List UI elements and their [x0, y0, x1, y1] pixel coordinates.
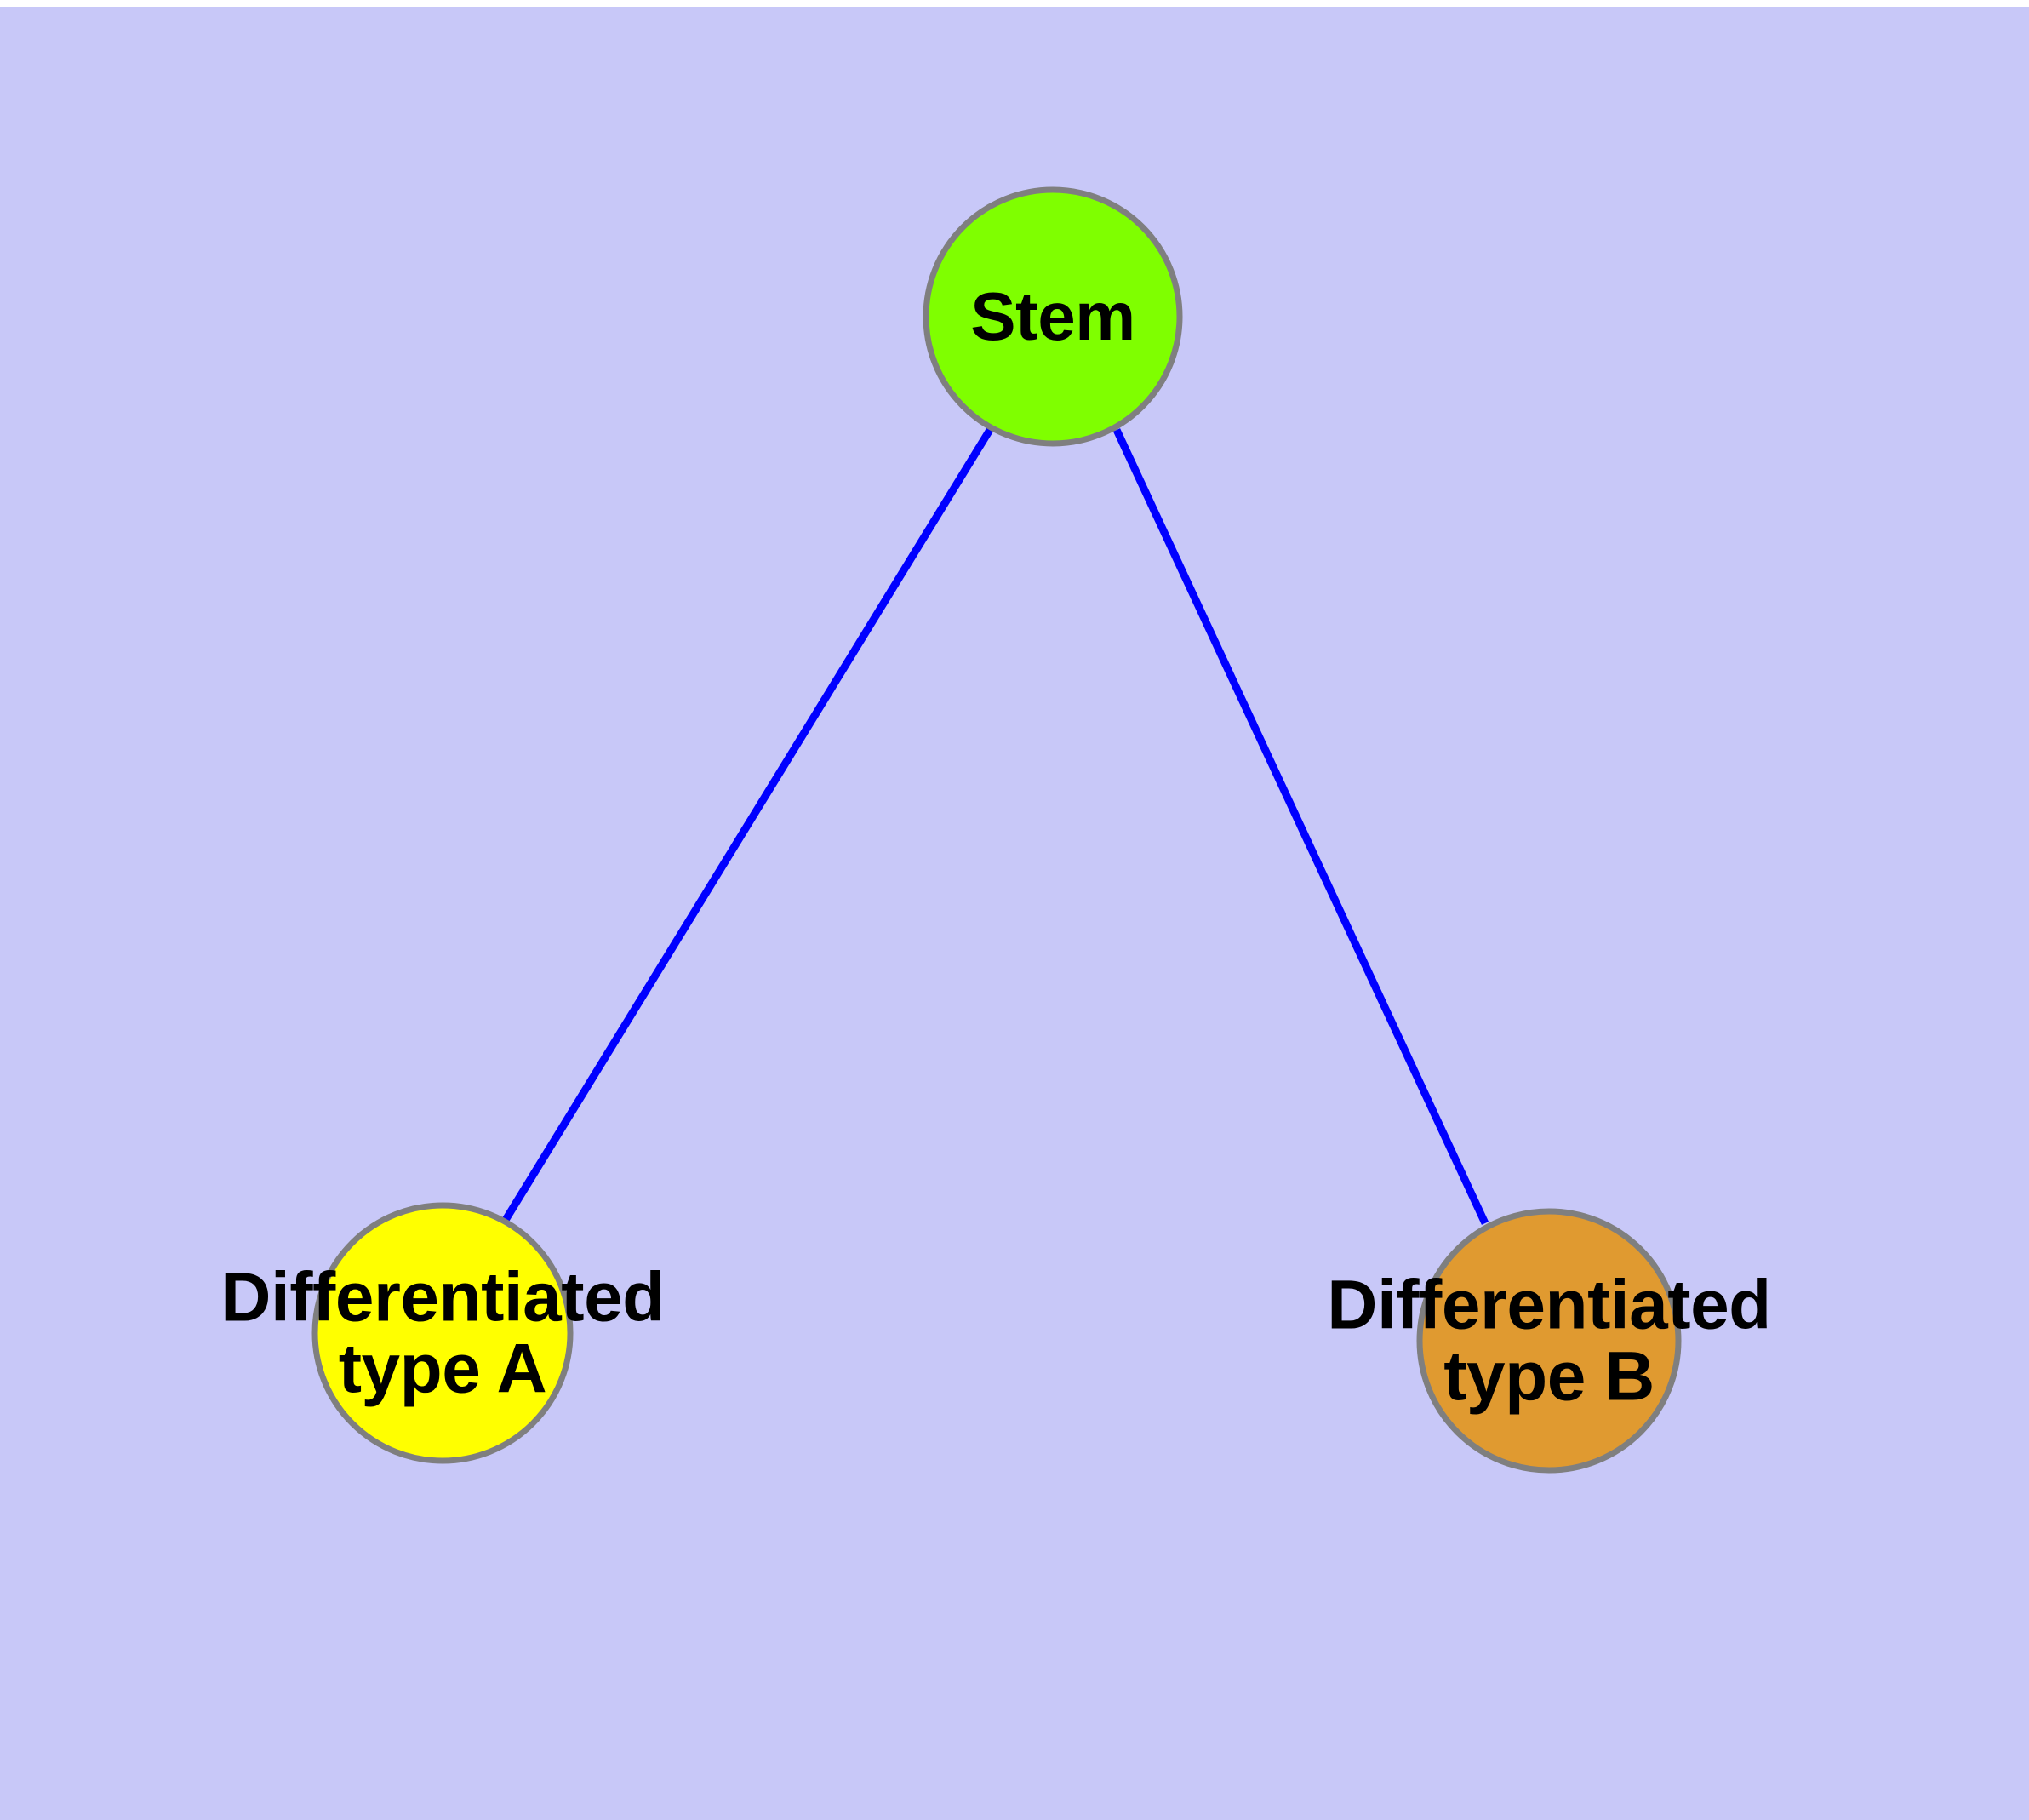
edge-stem-to-diff-b: [1112, 428, 1489, 1225]
node-differentiated-type-a[interactable]: [311, 1202, 574, 1464]
node-differentiated-type-b[interactable]: [1416, 1208, 1682, 1474]
edge-layer: [502, 427, 1489, 1225]
node-layer: [311, 186, 1682, 1474]
edge-stem-to-diff-a: [502, 427, 993, 1222]
node-stem[interactable]: [923, 186, 1183, 447]
